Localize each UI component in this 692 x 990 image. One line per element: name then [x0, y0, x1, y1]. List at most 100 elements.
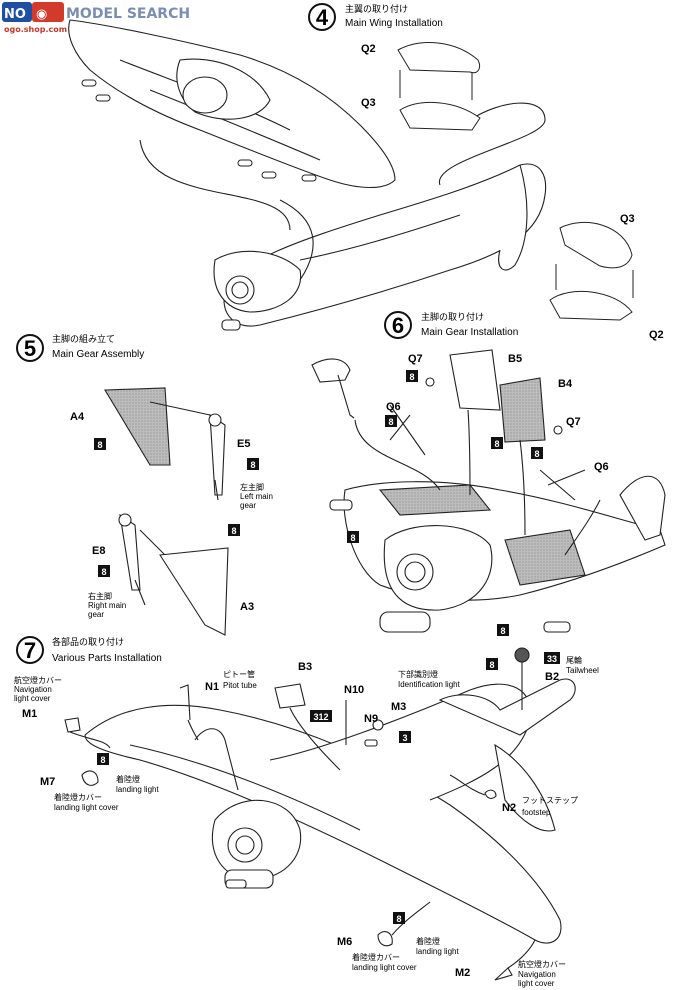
- svg-text:8: 8: [350, 533, 355, 543]
- svg-text:N2: N2: [502, 802, 516, 814]
- svg-text:landing light: landing light: [416, 947, 459, 956]
- svg-text:landing light: landing light: [116, 785, 159, 794]
- svg-text:フットステップ: フットステップ: [522, 796, 578, 805]
- svg-text:N10: N10: [344, 684, 364, 696]
- svg-text:Q7: Q7: [566, 416, 581, 428]
- step-7-number: 7: [24, 638, 36, 663]
- svg-text:右主脚: 右主脚: [88, 591, 112, 601]
- svg-text:N9: N9: [364, 713, 378, 725]
- svg-text:着陸燈: 着陸燈: [416, 936, 440, 946]
- step-7-header: 7 各部品の取り付け Various Parts Installation: [16, 636, 162, 664]
- step-4-jp: 主翼の取り付け: [345, 3, 408, 15]
- step-5-number: 5: [24, 336, 36, 361]
- svg-text:左主脚: 左主脚: [240, 482, 264, 492]
- step-7-part-labels: N1 B3 N10 M3 N9 M1 M7 N2 B2 M6 M2: [22, 661, 559, 979]
- step-6-number: 6: [392, 313, 404, 338]
- svg-text:着陸燈カバー: 着陸燈カバー: [54, 792, 102, 802]
- svg-text:8: 8: [388, 417, 393, 427]
- step-6-labels: Q7 B5 B4 Q6 Q7 Q6: [386, 353, 609, 473]
- svg-text:M2: M2: [455, 967, 470, 979]
- svg-text:8: 8: [97, 440, 102, 450]
- svg-text:8: 8: [494, 439, 499, 449]
- step-7-annotations: 航空燈カバー Navigation light cover ピトー管 Pitot…: [14, 655, 599, 988]
- step-7-title: Various Parts Installation: [52, 653, 162, 664]
- svg-text:gear: gear: [240, 501, 256, 510]
- step-6-title: Main Gear Installation: [421, 327, 518, 338]
- watermark: NO ◉ MODEL SEARCH ogo.shop.com: [2, 2, 190, 34]
- step-4-parts-q2-q3: Q2 Q3: [361, 42, 481, 131]
- svg-text:B3: B3: [298, 661, 312, 673]
- step-5-title: Main Gear Assembly: [52, 349, 144, 360]
- svg-text:着陸燈: 着陸燈: [116, 774, 140, 784]
- step-5-drawing: [104, 387, 229, 636]
- svg-text:Right main: Right main: [88, 601, 126, 610]
- svg-text:8: 8: [500, 626, 505, 636]
- svg-text:8: 8: [534, 449, 539, 459]
- svg-text:M7: M7: [40, 776, 55, 788]
- svg-text:M6: M6: [337, 936, 352, 948]
- svg-text:M1: M1: [22, 708, 37, 720]
- step-4-number: 4: [316, 5, 329, 30]
- svg-text:B2: B2: [545, 671, 559, 683]
- step-5-gear-labels: 左主脚 Left main gear 右主脚 Right main gear: [88, 482, 273, 619]
- part-q2-top: Q2: [361, 43, 376, 55]
- watermark-title: MODEL SEARCH: [66, 6, 190, 22]
- part-e5: E5: [237, 438, 250, 450]
- svg-text:Q6: Q6: [386, 401, 401, 413]
- part-a4: A4: [70, 411, 85, 423]
- part-q3-top: Q3: [361, 97, 376, 109]
- step-6-jp: 主脚の取り付け: [421, 311, 484, 323]
- svg-text:8: 8: [100, 755, 105, 765]
- svg-text:ピトー管: ピトー管: [223, 669, 255, 679]
- svg-text:◉: ◉: [36, 7, 47, 22]
- svg-text:着陸燈カバー: 着陸燈カバー: [352, 952, 400, 962]
- svg-text:Tailwheel: Tailwheel: [566, 666, 599, 675]
- svg-text:8: 8: [231, 526, 236, 536]
- svg-text:B4: B4: [558, 378, 573, 390]
- step-7-drawing: [64, 647, 576, 981]
- step-5-badges: 8 8 8 8: [94, 438, 259, 577]
- svg-text:航空燈カバー: 航空燈カバー: [14, 675, 62, 685]
- step-6-header: 6 主脚の取り付け Main Gear Installation: [384, 311, 518, 339]
- svg-text:light cover: light cover: [14, 694, 51, 703]
- svg-text:Pitot tube: Pitot tube: [223, 681, 257, 690]
- svg-text:航空燈カバー: 航空燈カバー: [518, 959, 566, 969]
- svg-text:8: 8: [409, 372, 414, 382]
- watermark-url: ogo.shop.com: [4, 25, 67, 34]
- svg-text:Q6: Q6: [594, 461, 609, 473]
- part-a3: A3: [240, 601, 254, 613]
- part-q3-right: Q3: [620, 213, 635, 225]
- svg-text:8: 8: [396, 914, 401, 924]
- svg-text:下部識別燈: 下部識別燈: [398, 669, 438, 679]
- svg-text:N1: N1: [205, 681, 219, 693]
- svg-text:footstep: footstep: [522, 808, 551, 817]
- svg-text:M3: M3: [391, 701, 406, 713]
- svg-text:312: 312: [313, 712, 328, 722]
- svg-text:8: 8: [250, 460, 255, 470]
- svg-text:Left main: Left main: [240, 492, 273, 501]
- step-4-header: 4 主翼の取り付け Main Wing Installation: [308, 3, 443, 31]
- step-5-header: 5 主脚の組み立て Main Gear Assembly: [16, 333, 144, 362]
- svg-text:gear: gear: [88, 610, 104, 619]
- svg-text:Navigation: Navigation: [14, 685, 52, 694]
- step-7-badges: 8 8 8 312 3 33: [97, 652, 560, 924]
- svg-text:B5: B5: [508, 353, 522, 365]
- step-4-drawing: [68, 19, 547, 331]
- svg-text:33: 33: [547, 654, 557, 664]
- step-4-title: Main Wing Installation: [345, 18, 443, 29]
- watermark-left: NO: [4, 7, 26, 22]
- step-6-badges: 8 8 8 8 8 8: [347, 370, 543, 636]
- step-7-jp: 各部品の取り付け: [52, 636, 124, 648]
- svg-text:Navigation: Navigation: [518, 970, 556, 979]
- svg-text:3: 3: [402, 733, 407, 743]
- svg-text:landing light cover: landing light cover: [352, 963, 417, 972]
- svg-text:8: 8: [489, 660, 494, 670]
- svg-text:尾輪: 尾輪: [566, 655, 582, 665]
- step-6-drawing: [311, 349, 666, 633]
- svg-text:Q7: Q7: [408, 353, 423, 365]
- svg-text:landing light cover: landing light cover: [54, 803, 119, 812]
- svg-text:light cover: light cover: [518, 979, 555, 988]
- part-e8: E8: [92, 545, 105, 557]
- svg-text:8: 8: [101, 567, 106, 577]
